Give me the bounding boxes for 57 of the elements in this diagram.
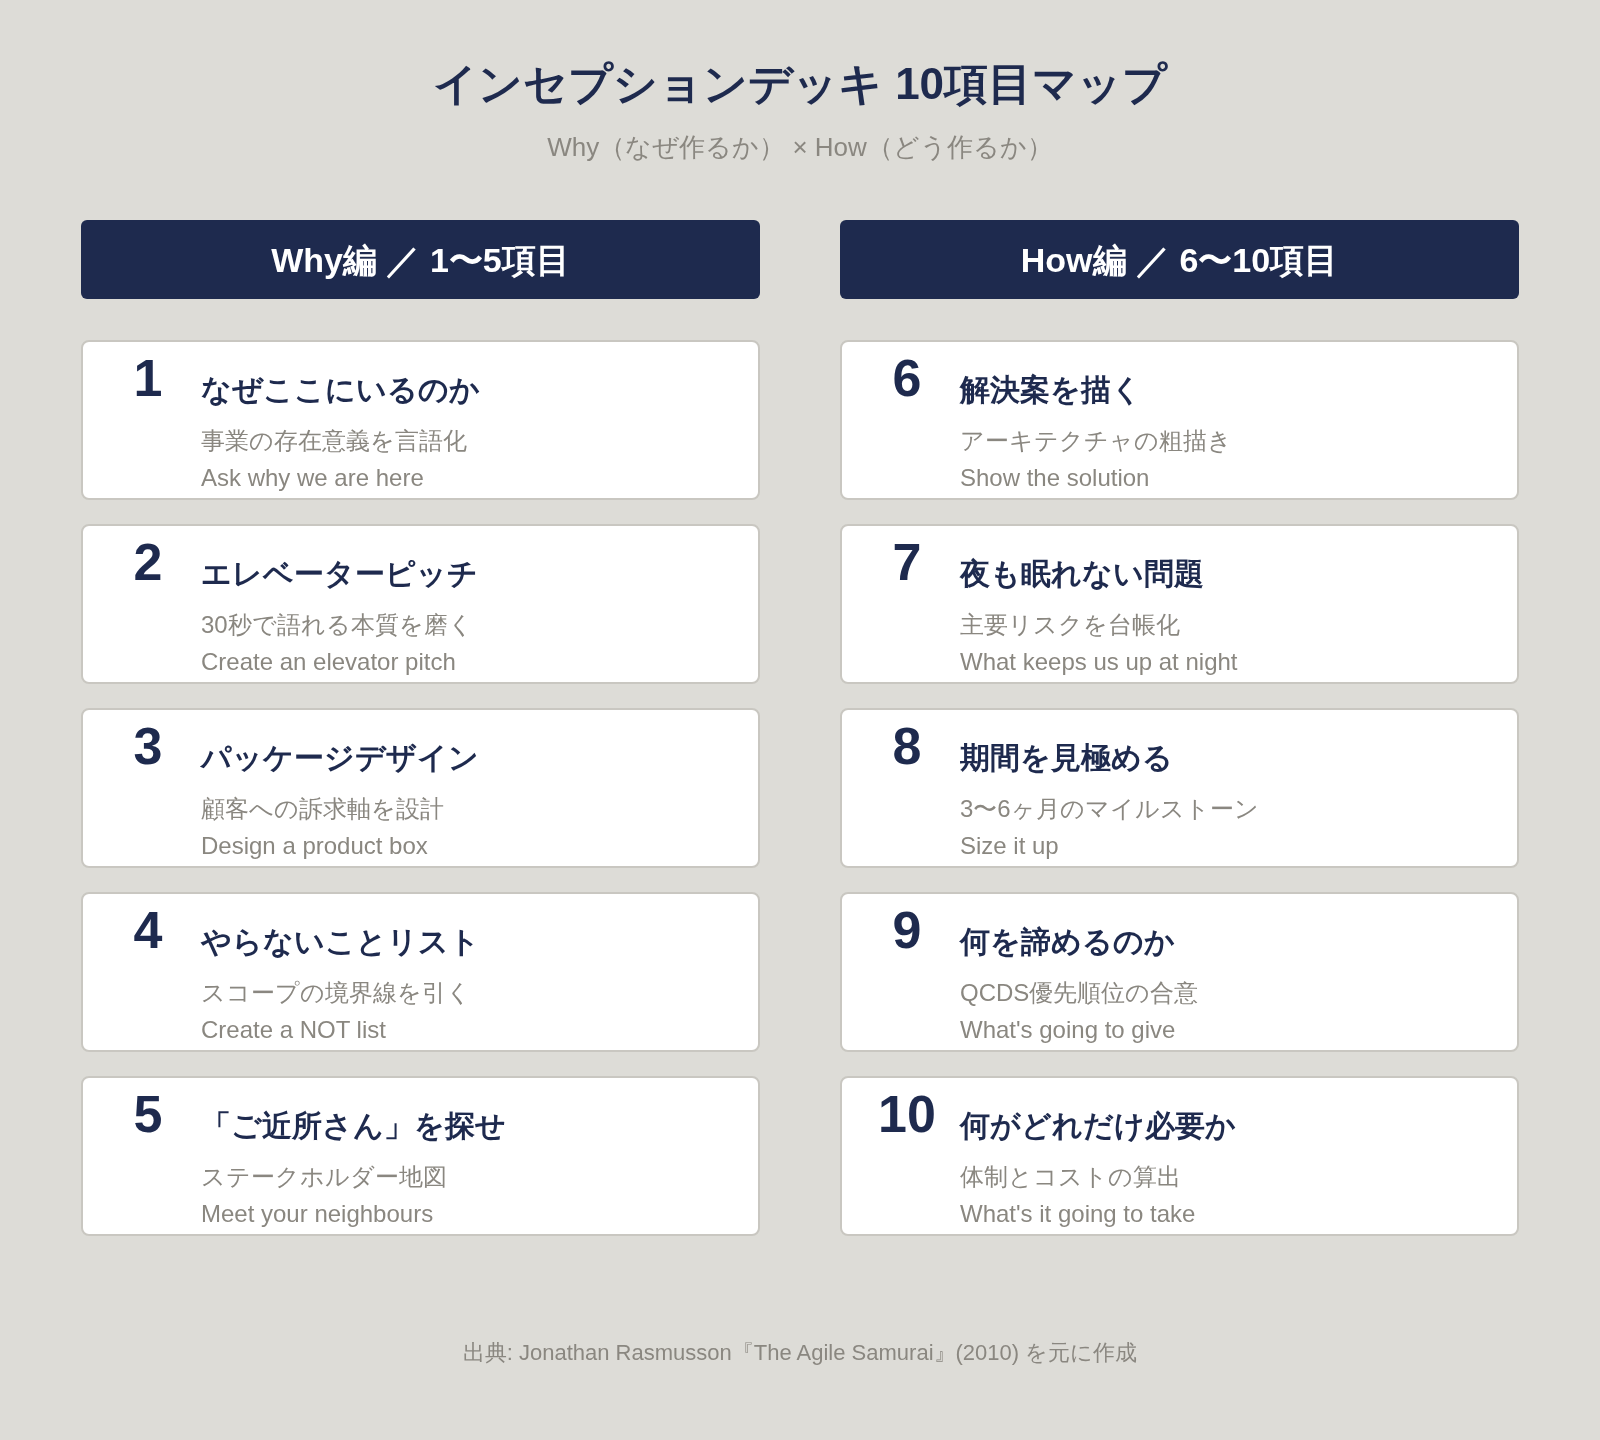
item-summary: 30秒で語れる本質を磨く — [201, 610, 473, 640]
source-note: 出典: Jonathan Rasmusson『The Agile Samurai』(2010) を元に作成 — [462, 1339, 1138, 1367]
item-summary: アーキテクチャの粗描き — [960, 426, 1232, 456]
item-title: やらないことリスト — [201, 924, 480, 960]
item-summary: スコープの境界線を引く — [201, 978, 471, 1008]
item-number: 5 — [132, 1084, 164, 1144]
item-title: パッケージデザイン — [201, 740, 479, 776]
item-card — [81, 708, 760, 868]
item-number: 7 — [891, 532, 923, 592]
item-summary: 顧客への訴求軸を設計 — [201, 794, 444, 824]
subtitle: Why（なぜ作るか） × How（どう作るか） — [547, 131, 1053, 164]
item-title: なぜここにいるのか — [201, 372, 480, 408]
item-card — [840, 892, 1519, 1052]
item-card — [840, 524, 1519, 684]
item-card — [81, 1076, 760, 1236]
item-number: 1 — [132, 348, 164, 408]
item-number: 10 — [877, 1084, 937, 1144]
item-english-title: What's going to give — [960, 1015, 1176, 1045]
item-english-title: Meet your neighbours — [201, 1199, 434, 1229]
item-english-title: What's it going to take — [960, 1199, 1196, 1229]
item-summary: 主要リスクを台帳化 — [960, 610, 1180, 640]
item-title: 何を諦めるのか — [960, 924, 1175, 960]
item-english-title: Ask why we are here — [201, 463, 424, 493]
item-number: 2 — [132, 532, 164, 592]
item-card — [81, 524, 760, 684]
item-english-title: Size it up — [960, 831, 1059, 861]
item-number: 4 — [132, 900, 164, 960]
item-number: 8 — [891, 716, 923, 776]
section-header-bar — [81, 220, 760, 299]
diagram-title: インセプションデッキ 10項目マップ — [431, 58, 1169, 110]
section-header-bar — [840, 220, 1519, 299]
item-english-title: Create a NOT list — [201, 1015, 386, 1045]
item-english-title: Design a product box — [201, 831, 428, 861]
item-english-title: Show the solution — [960, 463, 1150, 493]
item-title: 何がどれだけ必要か — [960, 1108, 1236, 1144]
item-title: 解決案を描く — [960, 372, 1142, 408]
item-summary: QCDS優先順位の合意 — [960, 978, 1199, 1008]
item-card — [840, 340, 1519, 500]
section-heading: Why編 ／ 1〜5項目 — [271, 239, 570, 281]
item-card — [81, 892, 760, 1052]
item-card — [840, 708, 1519, 868]
item-card — [840, 1076, 1519, 1236]
item-title: 夜も眠れない問題 — [960, 556, 1204, 592]
item-english-title: What keeps us up at night — [960, 647, 1238, 677]
item-number: 6 — [891, 348, 923, 408]
item-card — [81, 340, 760, 500]
item-summary: 体制とコストの算出 — [960, 1162, 1181, 1192]
item-english-title: Create an elevator pitch — [201, 647, 456, 677]
item-title: エレベーターピッチ — [201, 556, 478, 592]
item-number: 3 — [132, 716, 164, 776]
item-summary: ステークホルダー地図 — [201, 1162, 447, 1192]
item-title: 「ご近所さん」を探せ — [201, 1108, 506, 1144]
section-heading: How編 ／ 6〜10項目 — [1020, 239, 1339, 281]
item-title: 期間を見極める — [960, 740, 1173, 776]
item-summary: 事業の存在意義を言語化 — [201, 426, 467, 456]
item-number: 9 — [891, 900, 923, 960]
item-summary: 3〜6ヶ月のマイルストーン — [960, 794, 1259, 824]
